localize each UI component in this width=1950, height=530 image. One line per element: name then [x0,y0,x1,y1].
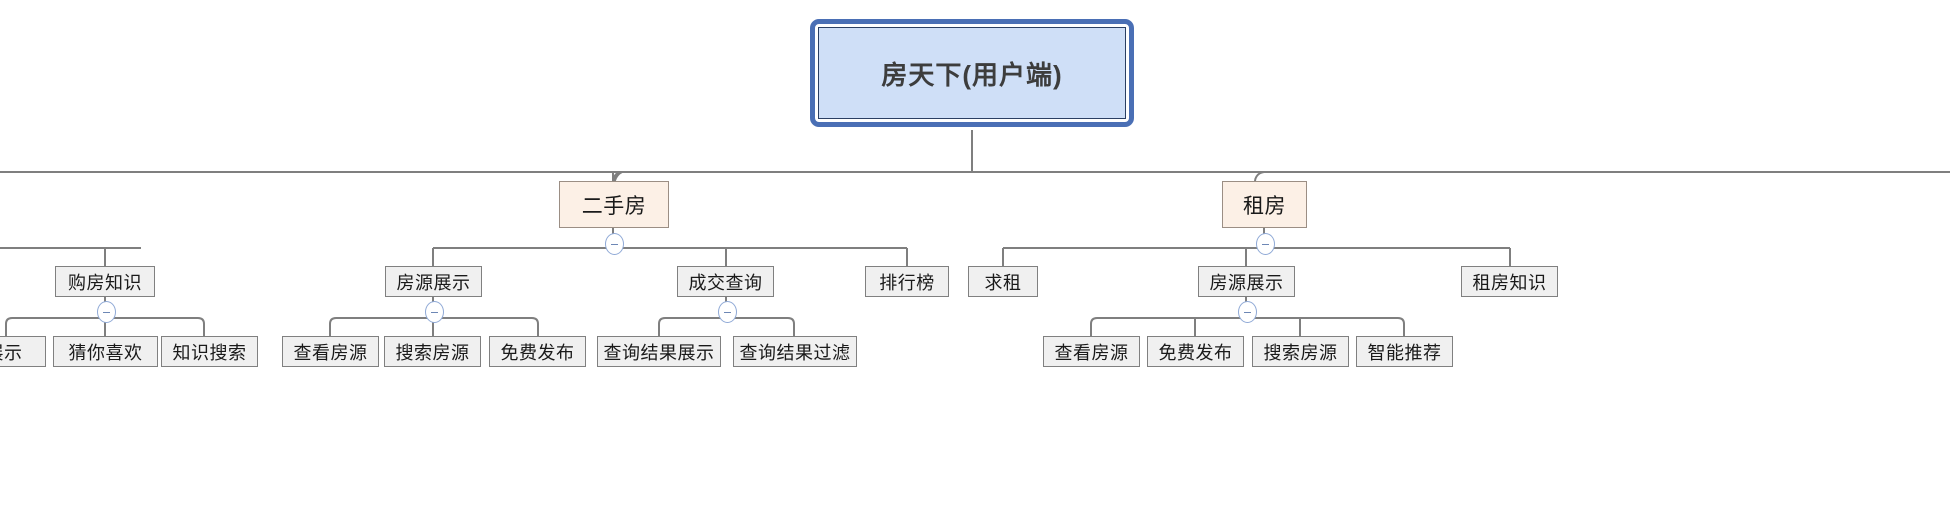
node-fangyuanzhanshi-ershoufang[interactable]: 房源展示 [385,266,482,297]
node-zufangzhishi[interactable]: 租房知识 [1461,266,1558,297]
collapse-toggle-fangyuanzhanshi-zufang[interactable] [1238,301,1257,323]
node-chakanfangyuan-zufang[interactable]: 查看房源 [1043,336,1140,367]
collapse-toggle-ershoufang[interactable] [605,233,624,255]
node-mianfeifabu-ershoufang[interactable]: 免费发布 [489,336,586,367]
node-qiuzu[interactable]: 求租 [968,266,1038,297]
collapse-toggle-fangyuanzhanshi-ershoufang[interactable] [425,301,444,323]
node-paihangbang[interactable]: 排行榜 [865,266,949,297]
node-goufangzhishi[interactable]: 购房知识 [55,266,155,297]
node-chaxunjieguozhanshi[interactable]: 查询结果展示 [597,336,721,367]
node-zufang[interactable]: 租房 [1222,181,1307,228]
node-fangyuanzhanshi-zufang[interactable]: 房源展示 [1198,266,1295,297]
node-zhishisousuo[interactable]: 知识搜索 [161,336,258,367]
node-chengjiaochaxun[interactable]: 成交查询 [677,266,774,297]
node-chakanfangyuan-ershoufang[interactable]: 查看房源 [282,336,379,367]
node-root[interactable]: 房天下(用户端) [818,27,1126,119]
node-zhanshi[interactable]: 展示 [0,336,46,367]
node-zhinengtuijian[interactable]: 智能推荐 [1356,336,1453,367]
collapse-toggle-chengjiaochaxun[interactable] [718,301,737,323]
node-mianfeifabu-zufang[interactable]: 免费发布 [1147,336,1244,367]
node-chaxunjieguoguolv[interactable]: 查询结果过滤 [733,336,857,367]
node-sousuofangyuan-zufang[interactable]: 搜索房源 [1252,336,1349,367]
node-ershoufang[interactable]: 二手房 [559,181,669,228]
collapse-toggle-zufang[interactable] [1256,233,1275,255]
node-sousuofangyuan-ershoufang[interactable]: 搜索房源 [384,336,481,367]
node-cainixihuan[interactable]: 猜你喜欢 [53,336,158,367]
collapse-toggle-goufangzhishi[interactable] [97,301,116,323]
